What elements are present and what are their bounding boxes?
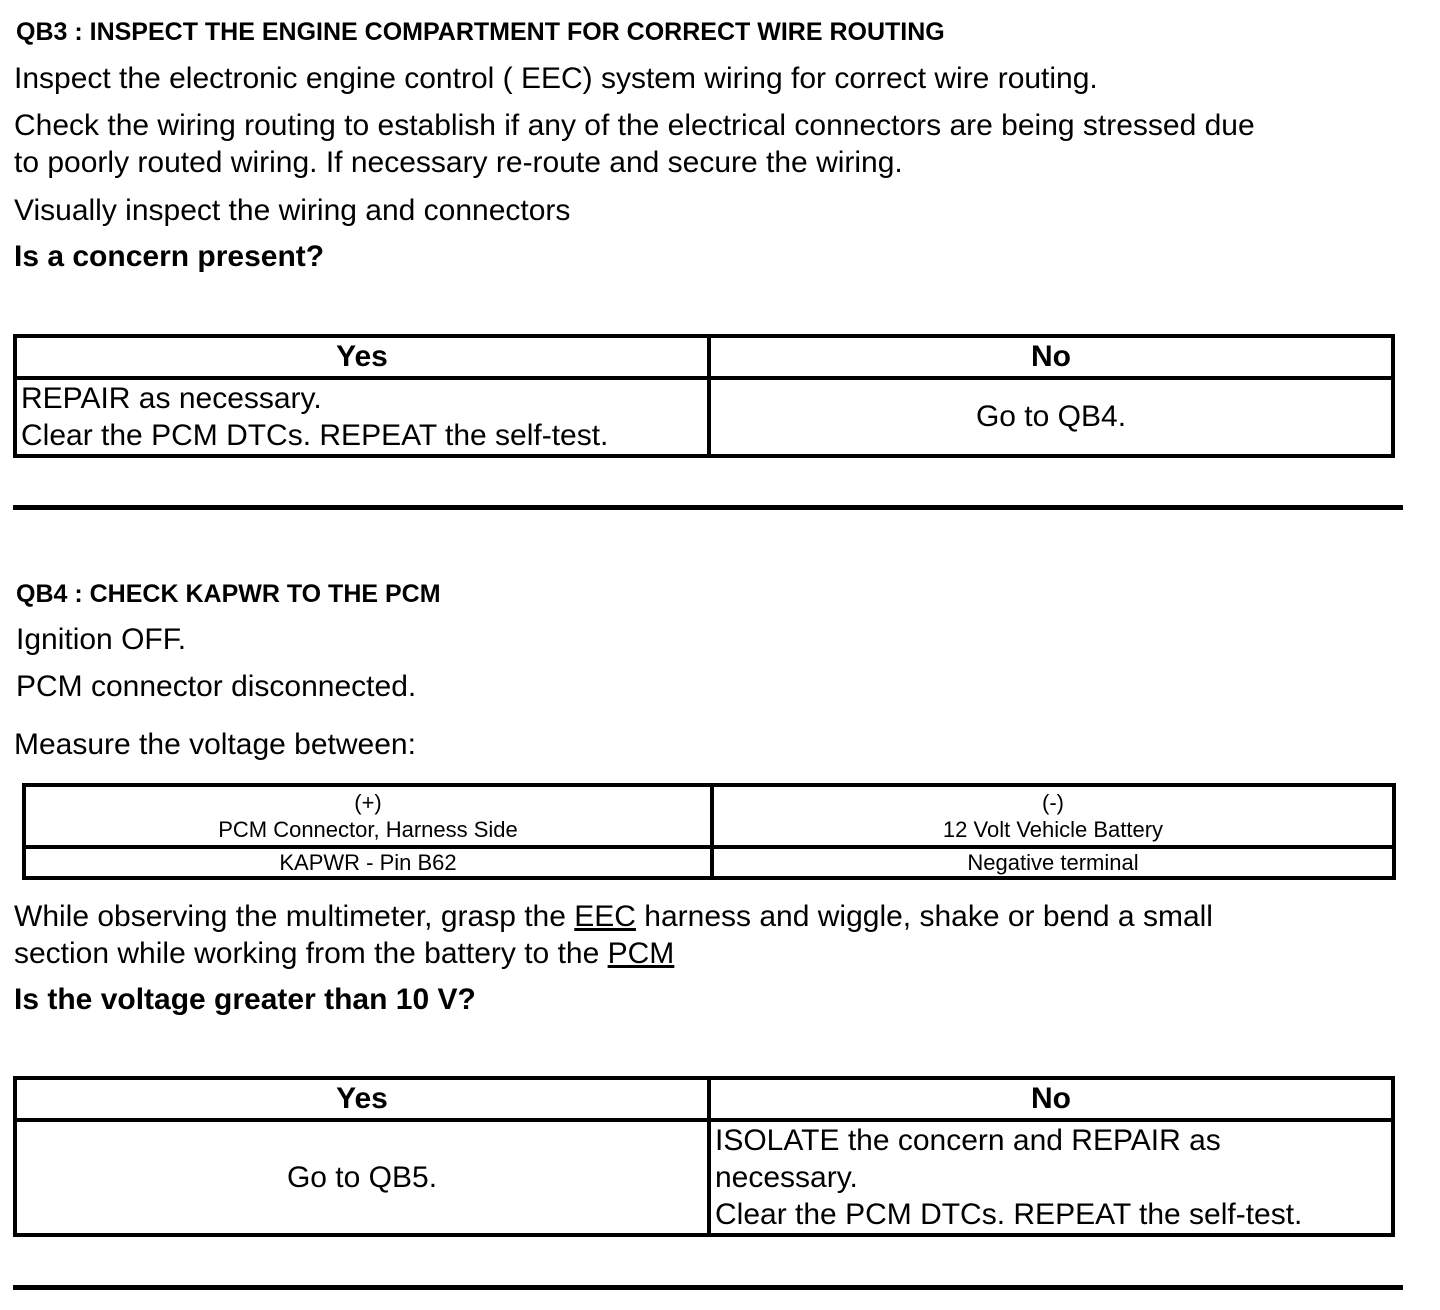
qb3-paragraph-2: Check the wiring routing to establish if… xyxy=(14,107,1255,181)
qb4-yes-cell: Go to QB5. xyxy=(13,1118,711,1237)
qb4-p4-text-3: section while working from the battery t… xyxy=(14,937,608,970)
qb4-p4-text-2: harness and wiggle, shake or bend a smal… xyxy=(635,900,1213,933)
section-divider xyxy=(13,505,1403,510)
qb3-paragraph-2-line-2: to poorly routed wiring. If necessary re… xyxy=(14,146,903,179)
qb4-no-header: No xyxy=(707,1076,1395,1122)
qb4-p4-text-1: While observing the multimeter, grasp th… xyxy=(14,900,575,933)
qb4-result-table: Yes No Go to QB5. ISOLATE the concern an… xyxy=(13,1076,1395,1237)
section-divider xyxy=(13,1285,1403,1290)
pcm-term: PCM xyxy=(607,937,675,970)
qb4-paragraph-2: PCM connector disconnected. xyxy=(16,670,417,703)
qb3-paragraph-3: Visually inspect the wiring and connecto… xyxy=(14,194,571,227)
positive-probe-header: (+) PCM Connector, Harness Side xyxy=(22,783,714,849)
qb4-no-line-1: ISOLATE the concern and REPAIR as xyxy=(715,1124,1221,1157)
qb3-yes-line-2: Clear the PCM DTCs. REPEAT the self-test… xyxy=(21,419,609,452)
qb4-no-line-3: Clear the PCM DTCs. REPEAT the self-test… xyxy=(715,1198,1303,1231)
qb4-heading: QB4 : CHECK KAPWR TO THE PCM xyxy=(16,580,441,608)
negative-symbol: (-) xyxy=(1042,790,1064,815)
qb4-measurement-table: (+) PCM Connector, Harness Side (-) 12 V… xyxy=(22,783,1396,880)
positive-label: PCM Connector, Harness Side xyxy=(218,817,518,842)
qb3-result-table: Yes No REPAIR as necessary. Clear the PC… xyxy=(13,334,1395,458)
qb3-no-cell: Go to QB4. xyxy=(707,376,1395,458)
qb4-paragraph-4: While observing the multimeter, grasp th… xyxy=(14,898,1213,972)
positive-probe-value: KAPWR - Pin B62 xyxy=(22,845,714,880)
qb4-question: Is the voltage greater than 10 V? xyxy=(14,983,476,1016)
qb4-paragraph-4-line-2: section while working from the battery t… xyxy=(14,935,1213,972)
negative-label: 12 Volt Vehicle Battery xyxy=(942,817,1164,842)
negative-probe-header: (-) 12 Volt Vehicle Battery xyxy=(710,783,1396,849)
qb3-no-header: No xyxy=(707,334,1395,380)
qb3-yes-header: Yes xyxy=(13,334,711,380)
qb3-yes-line-1: REPAIR as necessary. xyxy=(21,382,322,415)
qb4-paragraph-1: Ignition OFF. xyxy=(16,623,187,656)
qb4-paragraph-3: Measure the voltage between: xyxy=(14,728,416,761)
qb4-paragraph-4-line-1: While observing the multimeter, grasp th… xyxy=(14,898,1213,935)
positive-symbol: (+) xyxy=(354,790,382,815)
negative-probe-value: Negative terminal xyxy=(710,845,1396,880)
qb4-yes-header: Yes xyxy=(13,1076,711,1122)
qb3-yes-cell: REPAIR as necessary. Clear the PCM DTCs.… xyxy=(13,376,711,458)
qb3-paragraph-2-line-1: Check the wiring routing to establish if… xyxy=(14,109,1255,142)
qb3-question: Is a concern present? xyxy=(14,240,325,273)
eec-term: EEC xyxy=(574,900,636,933)
qb3-paragraph-1: Inspect the electronic engine control ( … xyxy=(14,62,1098,95)
qb3-heading: QB3 : INSPECT THE ENGINE COMPARTMENT FOR… xyxy=(16,18,945,46)
qb4-no-line-2: necessary. xyxy=(715,1161,858,1194)
qb4-no-cell: ISOLATE the concern and REPAIR as necess… xyxy=(707,1118,1395,1237)
